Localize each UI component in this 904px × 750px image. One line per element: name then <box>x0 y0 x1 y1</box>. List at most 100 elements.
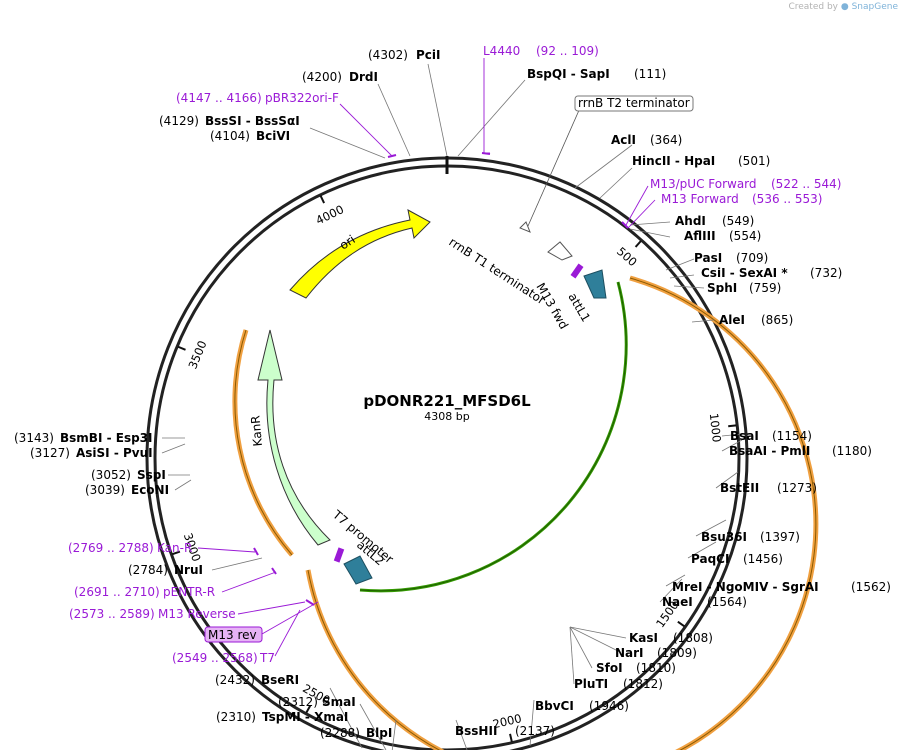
ring-tick-label: 500 <box>614 244 640 269</box>
primer-labels: L4440 (92 .. 109) (4147 .. 4166) pBR322o… <box>68 44 841 665</box>
primer-leaders <box>197 58 656 657</box>
site-bspqi: BspQI - SapI <box>527 67 610 81</box>
leader-lines <box>161 63 743 750</box>
site-bbvci: BbvCI <box>535 699 574 713</box>
site-pos-tspmi: (2310) <box>216 710 256 724</box>
site-pos-drdi: (4200) <box>302 70 342 84</box>
primer-range-l4440: (92 .. 109) <box>536 44 599 58</box>
site-bsteii: BstEII <box>720 481 759 495</box>
site-bsshii: BssHII <box>455 724 497 738</box>
primer-range-m13puc: (522 .. 544) <box>771 177 841 191</box>
site-pos-bsshii: (2137) <box>515 724 555 738</box>
site-mrei: MreI - NgoMIV - SgrAI <box>672 580 819 594</box>
site-pos-bsteii: (1273) <box>777 481 817 495</box>
site-pos-bsai: (1154) <box>772 429 812 443</box>
site-pluti: PluTI <box>574 677 608 691</box>
plasmid-length: 4308 bp <box>424 410 469 423</box>
attl1-feature <box>583 269 607 299</box>
site-pos-csii: (732) <box>810 266 842 280</box>
ring-tick <box>728 424 737 428</box>
site-pos-pluti: (1812) <box>623 677 663 691</box>
site-sspi: SspI <box>137 468 166 482</box>
site-pos-kasi: (1808) <box>673 631 713 645</box>
rrnb-t2-label: rrnB T2 terminator <box>578 96 690 110</box>
insert-orange-outline <box>307 277 817 750</box>
site-pos-naei: (1564) <box>707 595 747 609</box>
rrnb-t2-box <box>574 95 694 112</box>
site-pos-pasi: (709) <box>736 251 768 265</box>
primer-ticks <box>253 152 629 606</box>
primer-range-kanr: (2769 .. 2788) <box>68 541 154 555</box>
site-bseri: BseRI <box>261 673 299 687</box>
primer-range-m13forward: (536 .. 553) <box>752 192 822 206</box>
credit-prefix: Created by <box>788 2 838 12</box>
primer-m13forward: M13 Forward <box>661 192 739 206</box>
site-pos-sspi: (3052) <box>91 468 131 482</box>
site-acli: AclI <box>611 133 636 147</box>
rrnb-t1-feature <box>547 241 573 261</box>
site-bsmbi: BsmBI - Esp3I <box>60 431 152 445</box>
site-smai: SmaI <box>322 695 356 709</box>
attl2-feature <box>343 555 373 585</box>
site-pos-bbvci: (1946) <box>589 699 629 713</box>
insert-green-outline <box>359 281 627 592</box>
site-pos-bsu36i: (1397) <box>760 530 800 544</box>
primer-kanr: Kan-R <box>157 541 192 555</box>
primer-range-t7: (2549 .. 2568) <box>172 651 258 665</box>
site-kasi: KasI <box>629 631 658 645</box>
primer-range-pentr: (2691 .. 2710) <box>74 585 160 599</box>
ring-tick <box>177 345 186 351</box>
site-ahdi: AhdI <box>675 214 706 228</box>
primer-range-m13reverse: (2573 .. 2589) <box>69 607 155 621</box>
ring-tick <box>677 620 685 628</box>
ring-tick <box>305 705 312 714</box>
site-pos-nrui: (2784) <box>128 563 168 577</box>
site-pos-econi: (3039) <box>85 483 125 497</box>
site-pos-nari: (1809) <box>657 646 697 660</box>
credit-brand: SnapGene <box>851 2 898 12</box>
site-pos-acli: (364) <box>650 133 682 147</box>
ring-tick-label: 3500 <box>185 339 209 371</box>
primer-t7: T7 <box>259 651 275 665</box>
site-csii: CsiI - SexAI * <box>701 266 788 280</box>
site-pos-hincii: (501) <box>738 154 770 168</box>
site-pos-bspqi: (111) <box>634 67 666 81</box>
ring-tick <box>319 195 326 204</box>
rrnb-t2-feature <box>519 221 531 233</box>
site-bsssi: BssSI - BssSαI <box>205 114 300 128</box>
site-pos-mrei: (1562) <box>851 580 891 594</box>
kanr-label: KanR <box>248 415 265 447</box>
kan-orange-outline <box>234 329 293 556</box>
rrnb-t1-label: rrnB T1 terminator <box>446 235 547 308</box>
primer-pbr322: pBR322ori-F <box>265 91 339 105</box>
site-pos-pcii: (4302) <box>368 48 408 62</box>
m13-rev-box <box>204 626 263 643</box>
site-pasi: PasI <box>694 251 722 265</box>
m13-fwd-feature <box>570 263 584 279</box>
site-pos-bsssi: (4129) <box>159 114 199 128</box>
site-drdi: DrdI <box>349 70 378 84</box>
ring-tick-label: 2000 <box>491 711 523 731</box>
m13-rev-label: M13 rev <box>208 628 257 642</box>
site-sfoi: SfoI <box>596 661 623 675</box>
snapgene-logo: ● SnapGene <box>840 2 898 12</box>
insert-orange-arc <box>305 275 819 750</box>
ring-tick <box>634 240 642 248</box>
site-pos-sfoi: (1810) <box>636 661 676 675</box>
site-nrui: NruI <box>174 563 203 577</box>
site-pos-alei: (865) <box>761 313 793 327</box>
primer-range-pbr322: (4147 .. 4166) <box>176 91 262 105</box>
site-alei: AleI <box>719 313 745 327</box>
site-pos-bsmbi: (3143) <box>14 431 54 445</box>
site-bsaai: BsaAI - PmlI <box>729 444 810 458</box>
ring-tick <box>172 550 181 556</box>
attl1-label: attL1 <box>565 291 593 325</box>
ring-tick-label: 4000 <box>314 202 346 227</box>
rrnb-t2-leader <box>527 107 581 227</box>
primer-pentr: pENTR-R <box>163 585 215 599</box>
site-naei: NaeI <box>662 595 693 609</box>
site-pos-afliii: (554) <box>729 229 761 243</box>
site-pos-ahdi: (549) <box>722 214 754 228</box>
